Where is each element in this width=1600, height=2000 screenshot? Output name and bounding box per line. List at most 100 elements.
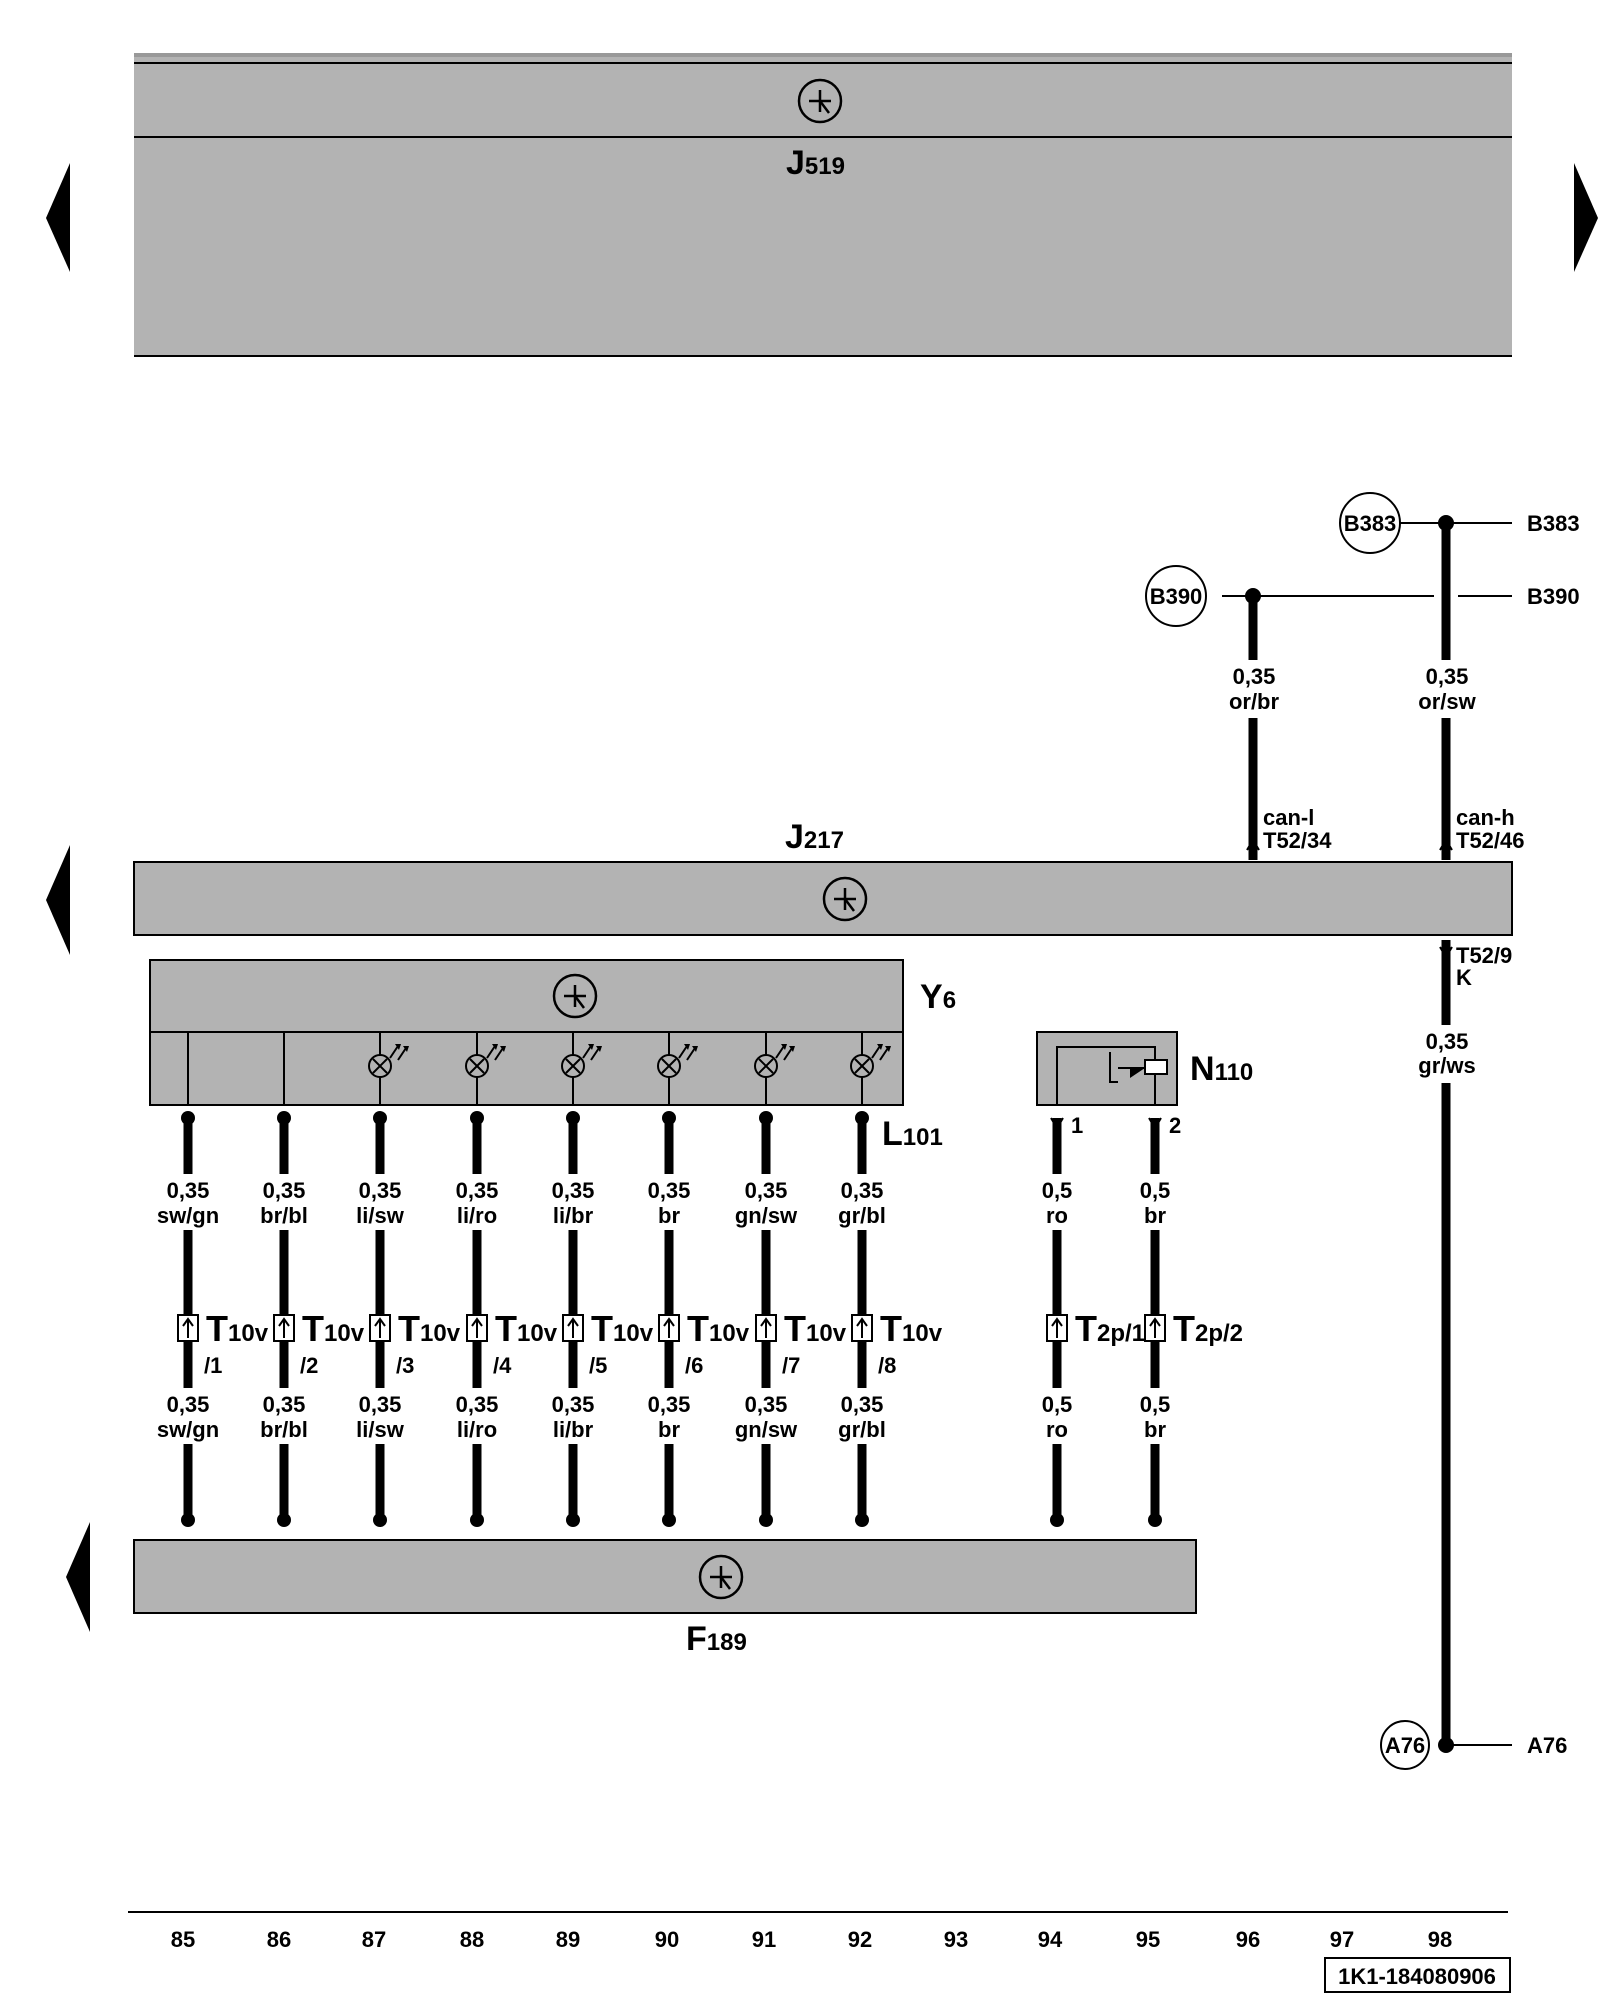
connector-pin: /7 (782, 1353, 800, 1378)
lamp-icon (368, 1032, 409, 1105)
connector-icon (466, 1314, 488, 1342)
canl-color: or/br (1229, 689, 1280, 714)
nav-arrow-left-bottom[interactable] (66, 1522, 90, 1632)
wire-gauge: 0,5 (1140, 1392, 1171, 1417)
wire-color: br (658, 1417, 680, 1442)
column-number: 89 (556, 1927, 580, 1952)
n110-pin: 1 (1071, 1113, 1083, 1138)
wire-color: gn/sw (735, 1203, 798, 1228)
svg-text:B383: B383 (1344, 511, 1397, 536)
wire-gauge: 0,35 (841, 1392, 884, 1417)
connector-pin: /5 (589, 1353, 607, 1378)
f189-label: F189 (686, 1620, 747, 1658)
module-j519: J519 (134, 53, 1512, 357)
wire-gauge: 0,35 (263, 1392, 306, 1417)
control-unit-icon (698, 1554, 744, 1600)
wire-color: ro (1046, 1417, 1068, 1442)
wire-gauge: 0,5 (1042, 1392, 1073, 1417)
j519-label: J519 (786, 144, 845, 182)
column-number: 90 (655, 1927, 679, 1952)
wire-color: gr/bl (838, 1203, 886, 1228)
wire-gauge: 0,35 (745, 1392, 788, 1417)
wire-gauge: 0,35 (359, 1178, 402, 1203)
canh-color: or/sw (1418, 689, 1476, 714)
nav-arrow-left-top[interactable] (46, 163, 70, 272)
lamp-icon (850, 1032, 891, 1105)
wire-color: li/ro (457, 1203, 497, 1228)
wire-color: gn/sw (735, 1417, 798, 1442)
k-name: K (1456, 965, 1472, 990)
svg-text:B383: B383 (1527, 511, 1580, 536)
wire-gauge: 0,35 (648, 1178, 691, 1203)
connector-label: T10v (687, 1308, 750, 1349)
wire-gauge: 0,35 (456, 1392, 499, 1417)
column-number: 87 (362, 1927, 386, 1952)
control-unit-icon (797, 78, 843, 124)
solenoid-icon (1056, 1046, 1168, 1105)
column-number: 86 (267, 1927, 291, 1952)
wire-gauge: 0,35 (167, 1392, 210, 1417)
connector-icon (851, 1314, 873, 1342)
wire-color: li/br (553, 1203, 594, 1228)
connector-pin: /1 (204, 1353, 222, 1378)
svg-text:B390: B390 (1527, 584, 1580, 609)
wire-gauge: 0,35 (359, 1392, 402, 1417)
ref-a76: A76 A76 (1380, 1720, 1567, 1770)
ref-b390: B390 B390 (1145, 565, 1580, 627)
nav-arrow-right-top[interactable] (1574, 163, 1598, 272)
wire-gauge: 0,5 (1140, 1178, 1171, 1203)
y6-label: Y6 (920, 978, 956, 1016)
nav-arrow-left-mid[interactable] (46, 845, 70, 955)
ref-b383: B383 B383 (1339, 492, 1580, 554)
connector-icon (273, 1314, 295, 1342)
wire-color: gr/bl (838, 1417, 886, 1442)
canh-name: can-h (1456, 805, 1515, 830)
column-number: 94 (1038, 1927, 1063, 1952)
connector-icon (562, 1314, 584, 1342)
connector-label: T2p/1 (1075, 1308, 1145, 1349)
wire-color: li/br (553, 1417, 594, 1442)
n110-label: N110 (1190, 1050, 1253, 1088)
k-color: gr/ws (1418, 1053, 1475, 1078)
control-unit-icon (822, 876, 868, 922)
column-number: 91 (752, 1927, 776, 1952)
connector-icon (177, 1314, 199, 1342)
lamp-icon (561, 1032, 602, 1105)
canl-name: can-l (1263, 805, 1314, 830)
doc-code: 1K1-184080906 (1338, 1964, 1496, 1989)
module-y6: Y6 (149, 959, 956, 1106)
k-gauge: 0,35 (1426, 1029, 1469, 1054)
connector-pin: /3 (396, 1353, 414, 1378)
wire-color: sw/gn (157, 1417, 219, 1442)
connector-label: T2p/2 (1173, 1308, 1243, 1349)
column-number: 92 (848, 1927, 872, 1952)
connector-label: T10v (591, 1308, 654, 1349)
column-number: 95 (1136, 1927, 1160, 1952)
wire-gauge: 0,35 (167, 1178, 210, 1203)
connector-pin: /4 (493, 1353, 512, 1378)
l101-label: L101 (882, 1115, 943, 1153)
wire-harness: 0,35sw/gn0,35sw/gnT10v/10,35br/bl0,35br/… (156, 1111, 1243, 1527)
column-number: 93 (944, 1927, 968, 1952)
module-n110: N110 (1036, 1031, 1253, 1106)
canl-gauge: 0,35 (1233, 664, 1276, 689)
control-unit-icon (552, 973, 598, 1019)
lamp-icon (465, 1032, 506, 1105)
wire-color: br (1144, 1203, 1166, 1228)
svg-text:B390: B390 (1150, 584, 1203, 609)
connector-pin: /6 (685, 1353, 703, 1378)
module-f189: F189 (133, 1539, 1197, 1658)
connector-pin: /8 (878, 1353, 896, 1378)
wire-color: sw/gn (157, 1203, 219, 1228)
wire-color: li/sw (356, 1203, 405, 1228)
connector-pin: /2 (300, 1353, 318, 1378)
wire-color: br (1144, 1417, 1166, 1442)
